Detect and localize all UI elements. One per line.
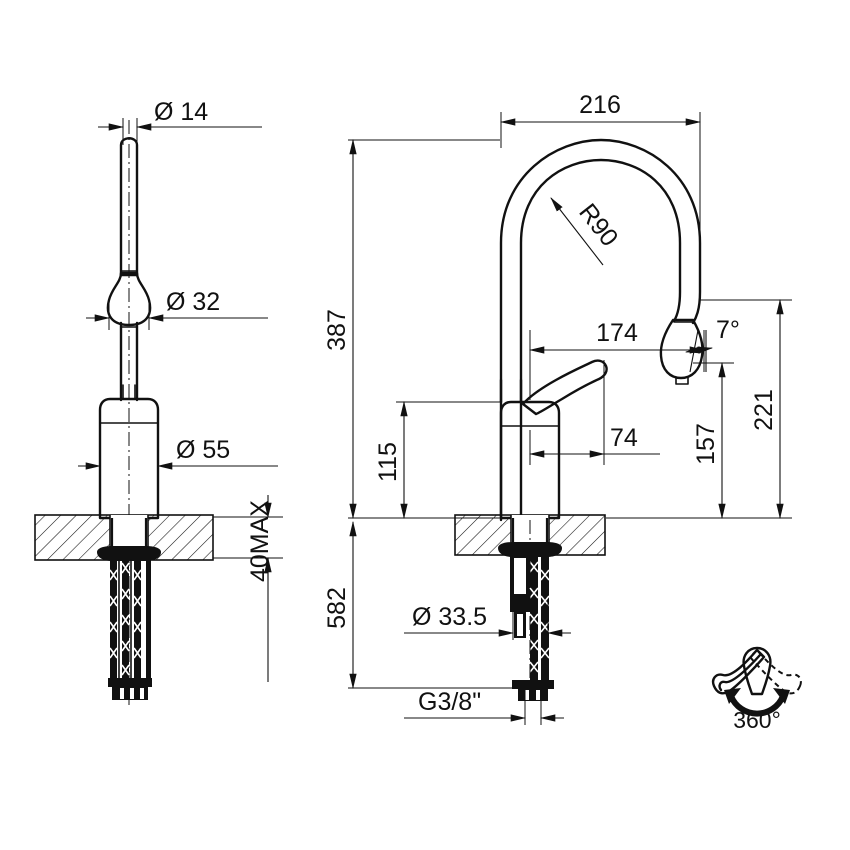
rotation-360-icon: 360° <box>711 646 802 733</box>
dimension-thread-g38: G3/8" <box>404 688 564 725</box>
dimension-diameter-32: Ø 32 <box>86 288 268 330</box>
dimension-582: 582 <box>323 520 512 690</box>
dimension-label-d55: Ø 55 <box>176 436 230 464</box>
dimension-radius-90: R90 <box>550 197 624 266</box>
dimension-angle-7: 7° <box>684 316 740 373</box>
dimension-label-221: 221 <box>750 389 778 431</box>
dimension-label-r90: R90 <box>573 198 623 251</box>
dimension-115: 115 <box>374 400 500 520</box>
dimension-label-d14: Ø 14 <box>154 98 208 126</box>
dimension-label-7deg: 7° <box>716 316 740 344</box>
dimension-diameter-14: Ø 14 <box>98 98 262 145</box>
dimension-label-d32: Ø 32 <box>166 288 220 316</box>
dimension-label-157: 157 <box>692 423 720 465</box>
dimension-label-387: 387 <box>323 309 351 351</box>
dimension-174: 174 <box>528 319 706 400</box>
dimension-label-d335: Ø 33.5 <box>412 603 487 631</box>
dimension-label-115: 115 <box>374 442 402 482</box>
dimension-157: 157 <box>692 361 734 520</box>
right-braided-hose <box>529 554 550 682</box>
dimension-label-74: 74 <box>610 424 638 452</box>
right-riser-column <box>499 378 523 404</box>
right-cartridge-stem <box>510 554 530 638</box>
right-view-group: 216 R90 387 582 <box>323 91 792 725</box>
dimension-216: 216 <box>499 91 702 300</box>
left-braided-hoses <box>109 557 151 682</box>
dimension-label-216: 216 <box>579 91 621 119</box>
left-mounting-assembly <box>97 518 161 700</box>
left-valve-body <box>98 384 160 520</box>
dimension-221: 221 <box>606 298 792 520</box>
rotation-arrow-icon <box>724 688 790 717</box>
dimension-387: 387 <box>323 138 500 520</box>
left-view-group: Ø 14 Ø 32 Ø 55 <box>34 98 283 705</box>
dimension-40max: 40MAX <box>213 495 283 682</box>
dimension-diameter-33-5: Ø 33.5 <box>404 600 571 640</box>
dimension-74: 74 <box>528 360 660 465</box>
dimension-label-582: 582 <box>323 587 351 629</box>
dimension-label-g38: G3/8" <box>418 688 481 716</box>
dimension-label-174: 174 <box>596 319 638 347</box>
left-countertop-section <box>34 514 214 561</box>
left-spout-geometry <box>106 137 152 402</box>
right-lever-handle <box>521 359 608 416</box>
rotation-360-label: 360° <box>733 707 781 733</box>
right-spout-gooseneck <box>499 138 704 522</box>
right-valve-body <box>499 400 561 520</box>
dimension-diameter-55: Ø 55 <box>78 436 278 470</box>
dimension-label-40max: 40MAX <box>246 500 274 582</box>
